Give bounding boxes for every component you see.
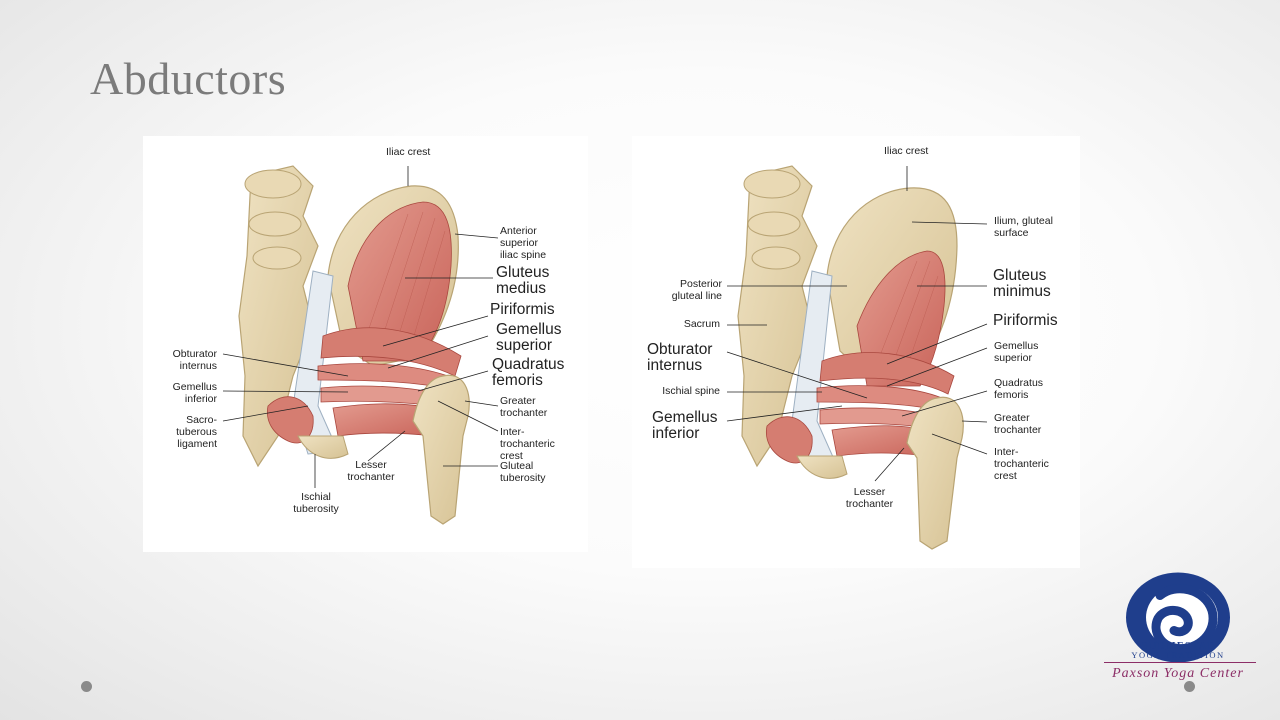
gudmestad-logo-icon (1126, 572, 1230, 663)
label-iliac-crest-right: Iliac crest (884, 145, 929, 157)
label-piriformis: Piriformis (490, 301, 555, 318)
label-intertrochanteric-crest: Inter- trochanteric crest (500, 426, 555, 462)
label-gemellus-inferior: Gemellus inferior (172, 381, 217, 405)
left-anatomy-figure: Iliac crest Anterior superior iliac spin… (143, 136, 588, 552)
slide-title: Abductors (90, 53, 287, 104)
label-obturator-internus: Obturator internus (172, 348, 217, 372)
slide-dot-right (1184, 681, 1195, 692)
label-gemellus-superior: Gemellus superior (496, 321, 562, 354)
slide-dot-left (81, 681, 92, 692)
left-anatomy-illustration (222, 165, 499, 525)
logo-line-tradition: YOGA TRADITION (1131, 650, 1225, 660)
label-lesser-trochanter-right: Lesser trochanter (845, 486, 894, 510)
label-greater-trochanter: Greater trochanter (500, 395, 548, 419)
label-gluteus-medius: Gluteus medius (496, 264, 550, 297)
label-posterior-gluteal-line: Posterior gluteal line (671, 278, 722, 302)
logo-divider (1104, 662, 1256, 663)
logo-line-gudmestad: GUDMESTAD (1140, 641, 1216, 652)
logo-line-paxson: Paxson Yoga Center (1112, 666, 1244, 681)
label-intertrochanteric-crest-right: Inter- trochanteric crest (994, 446, 1049, 482)
label-ilium-gluteal-surface: Ilium, gluteal surface (994, 215, 1053, 239)
label-greater-trochanter-right: Greater trochanter (994, 412, 1042, 436)
label-piriformis-right: Piriformis (993, 312, 1058, 329)
label-gluteus-minimus: Gluteus minimus (993, 267, 1051, 300)
label-gemellus-inferior-right: Gemellus inferior (652, 409, 718, 442)
label-ischial-spine: Ischial spine (662, 385, 720, 397)
label-sacrum: Sacrum (683, 318, 720, 330)
label-gluteal-tuberosity: Gluteal tuberosity (500, 460, 546, 484)
label-obturator-internus-right: Obturator internus (647, 341, 713, 374)
label-quadratus-femoris-right: Quadratus femoris (994, 377, 1044, 401)
label-lesser-trochanter: Lesser trochanter (347, 459, 395, 483)
right-anatomy-illustration (726, 165, 988, 550)
label-sacrotuberous-ligament: Sacro- tuberous ligament (176, 414, 217, 450)
label-iliac-crest: Iliac crest (386, 146, 431, 158)
label-gemellus-superior-right: Gemellus superior (994, 340, 1039, 364)
label-quadratus-femoris: Quadratus femoris (492, 356, 565, 389)
right-anatomy-figure: Iliac crest Ilium, gluteal surface Glute… (632, 136, 1080, 568)
label-asis: Anterior superior iliac spine (500, 225, 547, 261)
label-ischial-tuberosity: Ischial tuberosity (293, 491, 339, 515)
